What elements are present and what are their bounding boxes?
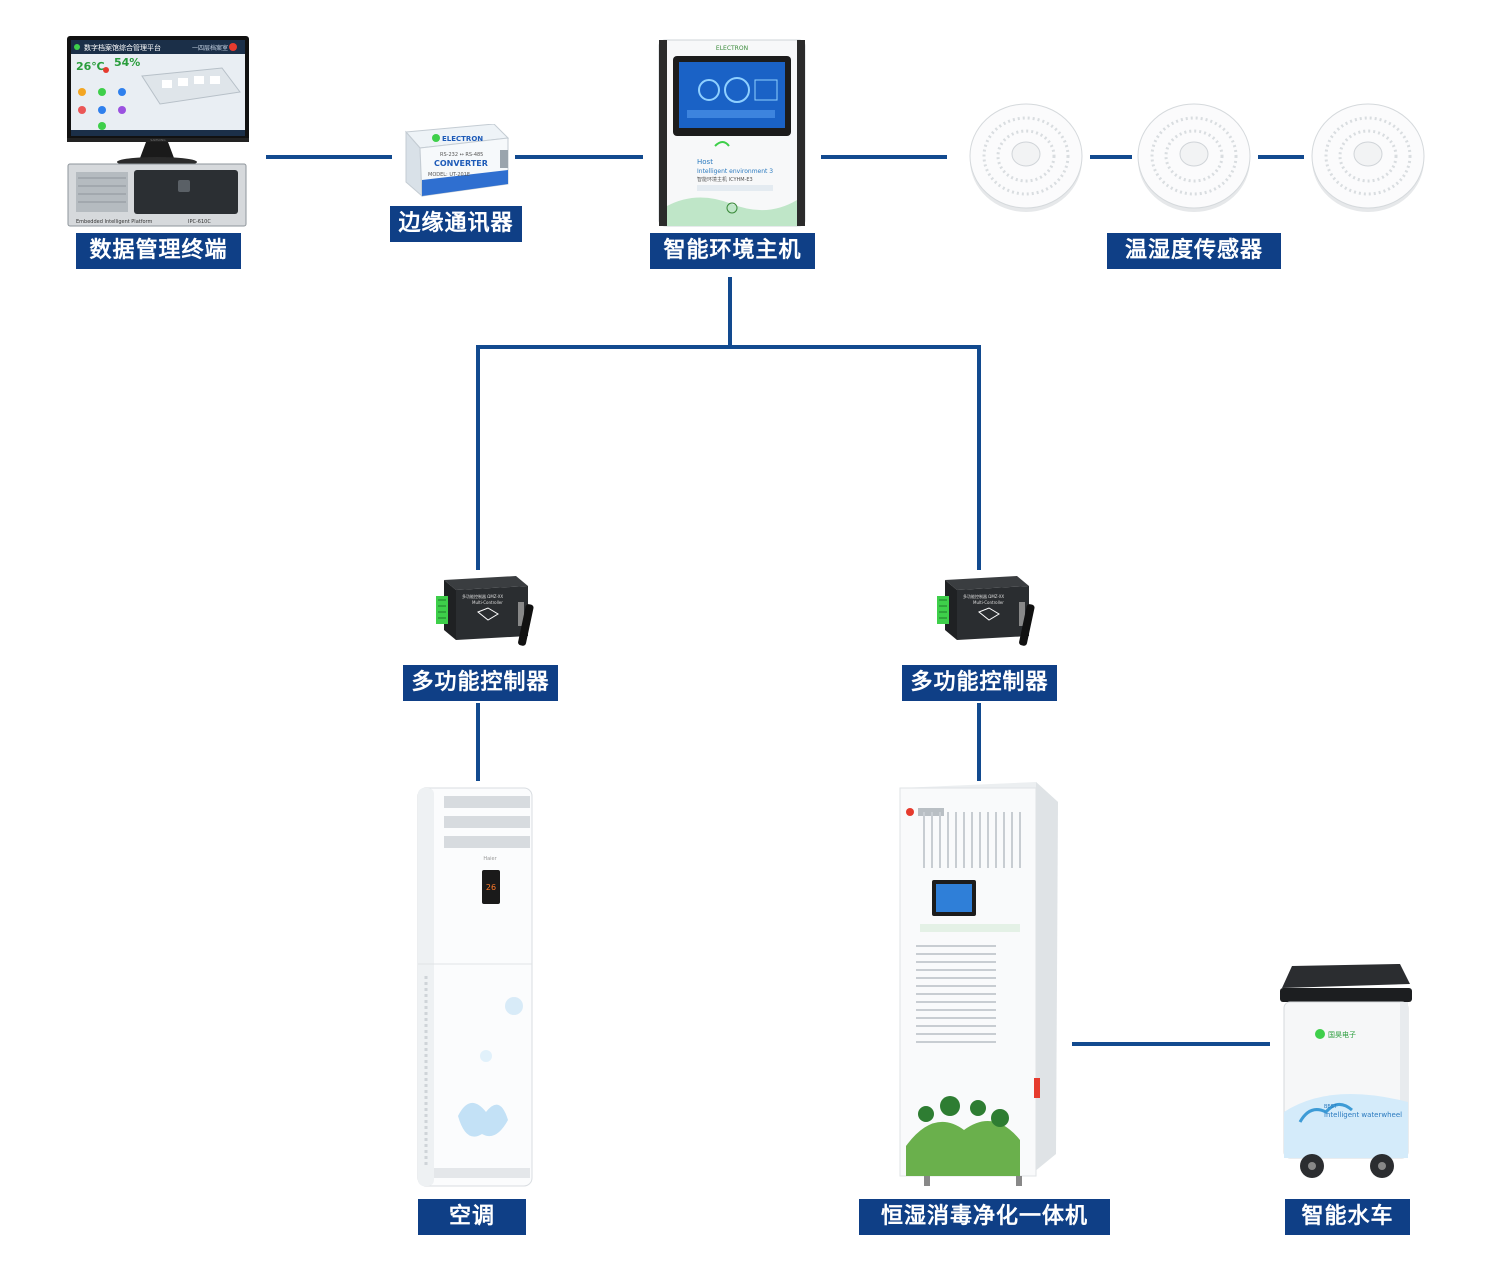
controller-right-panel-sub: Multi-Controller xyxy=(973,600,1004,605)
edge-model: MODEL: UT-201E xyxy=(428,172,470,178)
terminal-label: 数据管理终端 xyxy=(76,233,241,269)
host-line2: Intelligent environment 3 xyxy=(697,168,773,175)
edge-communicator-device: ELECTRON RS-232 ↔ RS-485 CONVERTER MODEL… xyxy=(400,123,512,198)
link-bus-controller-left xyxy=(476,345,480,570)
controller-left-label: 多功能控制器 xyxy=(403,665,558,701)
link-sensor1-sensor2 xyxy=(1090,155,1132,159)
edge-communicator-label: 边缘通讯器 xyxy=(390,206,522,242)
link-horizontal-bus xyxy=(476,345,981,349)
water-cart-tag-1: BEST xyxy=(1324,1104,1338,1110)
link-sensor2-sensor3 xyxy=(1258,155,1304,159)
case-model: IPC-610C xyxy=(188,219,211,225)
case-text: Embedded Intelligent Platform xyxy=(76,219,152,225)
sensors-label: 温湿度传感器 xyxy=(1107,233,1281,269)
purifier-label: 恒湿消毒净化一体机 xyxy=(859,1199,1110,1235)
sensor-2 xyxy=(1136,102,1252,214)
data-terminal-device: 数字档案馆综合管理平台 一四层档案室 26℃ 54% SAMSUNG Embed… xyxy=(62,34,252,230)
link-bus-controller-right xyxy=(977,345,981,570)
water-cart-device: 国昊电子 BEST intelligent waterwheel xyxy=(1270,962,1420,1182)
link-host-sensors xyxy=(821,155,947,159)
terminal-temperature: 26℃ xyxy=(76,60,105,73)
link-edge-host xyxy=(515,155,643,159)
environment-host-device: ELECTRON Host Intelligent environment 3 … xyxy=(657,38,807,228)
water-cart-brand: 国昊电子 xyxy=(1328,1030,1356,1039)
link-terminal-edge xyxy=(266,155,392,159)
terminal-humidity: 54% xyxy=(114,56,140,69)
sensor-3 xyxy=(1310,102,1426,214)
link-controller-right-purifier xyxy=(977,703,981,781)
sensor-1 xyxy=(968,102,1084,214)
edge-brand: ELECTRON xyxy=(442,135,483,143)
host-label: 智能环境主机 xyxy=(650,233,815,269)
controller-left-panel: 多功能控制器 ΩMZ-XX xyxy=(462,593,503,599)
link-controller-left-ac xyxy=(476,703,480,781)
link-host-trunk xyxy=(728,277,732,347)
terminal-screen-header: 数字档案馆综合管理平台 xyxy=(84,43,161,52)
water-cart-tag-2: intelligent waterwheel xyxy=(1324,1111,1402,1119)
host-line3: 智能环境主机 ICYHM-E3 xyxy=(697,176,753,183)
controller-left-panel-sub: Multi-Controller xyxy=(472,600,503,605)
terminal-screen-sub: 一四层档案室 xyxy=(192,44,228,52)
controller-right-device: 多功能控制器 ΩMZ-XX Multi-Controller xyxy=(933,574,1043,656)
edge-spec: RS-232 ↔ RS-485 xyxy=(440,152,483,158)
monitor-brand: SAMSUNG xyxy=(150,138,166,142)
ac-display: 26 xyxy=(486,883,496,892)
link-purifier-watercart xyxy=(1072,1042,1270,1046)
host-line1: Host xyxy=(697,158,713,166)
ac-label: 空调 xyxy=(418,1199,526,1235)
water-cart-label: 智能水车 xyxy=(1285,1199,1410,1235)
ac-brand: Haier xyxy=(483,856,497,862)
air-conditioner-device: Haier 26 xyxy=(414,786,536,1190)
controller-right-panel: 多功能控制器 ΩMZ-XX xyxy=(963,593,1004,599)
edge-converter-text: CONVERTER xyxy=(434,159,488,168)
controller-right-label: 多功能控制器 xyxy=(902,665,1057,701)
controller-left-device: 多功能控制器 ΩMZ-XX Multi-Controller xyxy=(432,574,542,656)
purifier-device xyxy=(884,778,1066,1190)
host-brand: ELECTRON xyxy=(716,45,748,52)
